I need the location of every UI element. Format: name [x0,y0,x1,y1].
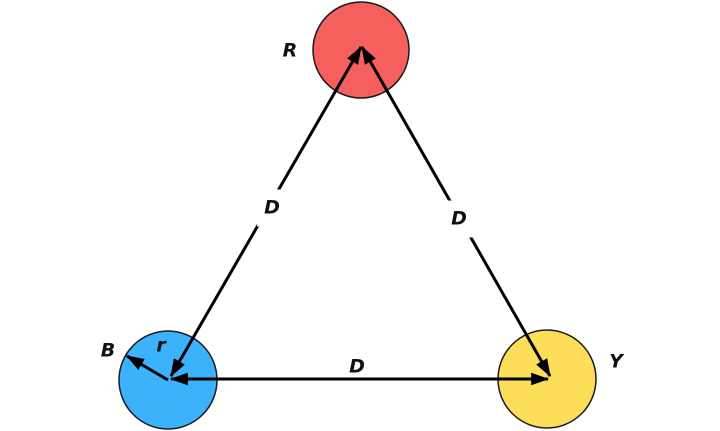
blue-node-label: B [100,339,116,362]
yellow-node-label: Y [609,350,623,373]
red-circle [312,1,410,99]
radius-arrow [125,354,169,382]
radius-label: r [156,334,166,357]
distance-label-blue-yellow: D [349,355,365,378]
distance-label-red-blue: D [257,189,287,227]
distance-label-red-yellow: D [444,200,474,238]
red-node-label: R [282,39,298,62]
